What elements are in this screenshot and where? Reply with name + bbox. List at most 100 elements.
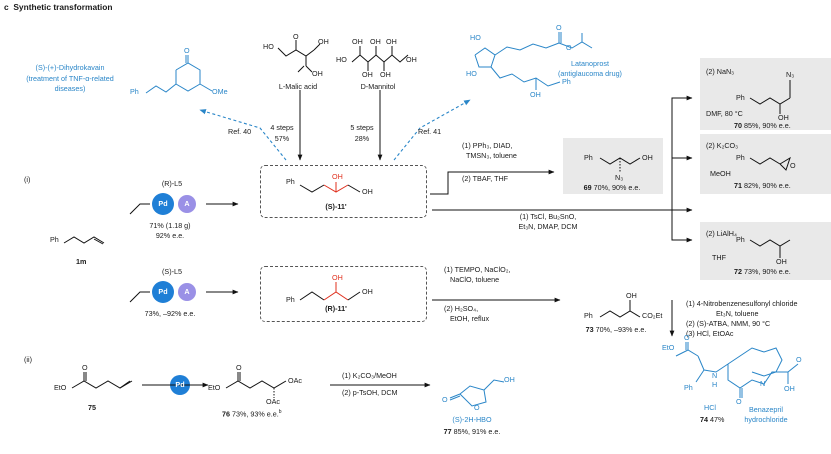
yield-malic: 57%	[274, 134, 290, 143]
c70-solvent: DMF, 80 °C	[706, 109, 743, 118]
route69-step1-1: (1) PPh₃, DIAD,	[462, 141, 513, 150]
atom-N3-70: N₃	[786, 70, 795, 79]
route73-step2-1: (2) H₂SO₄,	[444, 304, 479, 313]
atom-OMe-kavain: OMe	[212, 87, 228, 96]
product-71-skeleton	[749, 156, 791, 171]
box-69	[563, 138, 663, 194]
atom-EtO-76: EtO	[208, 383, 221, 392]
dihydrokavain-note-2: diseases)	[54, 84, 86, 93]
atom-Ph-R: Ph	[286, 295, 295, 304]
malic-acid-structure	[277, 40, 321, 73]
a-bottom: A	[184, 287, 190, 296]
catalyst-pd-A-top	[152, 193, 196, 215]
atom-O-kavain: O	[184, 46, 190, 55]
substrate-label: 1m	[76, 257, 87, 266]
benazepril-name-2: hydrochloride	[744, 415, 788, 424]
atom-Ph-S: Ph	[286, 177, 295, 186]
atom-OH-R-2: OH	[362, 287, 373, 296]
product-R-label: (R)-11'	[325, 304, 347, 313]
dihydrokavain-structure	[145, 55, 213, 94]
label-73: 73 70%, –93% e.e.	[585, 325, 647, 334]
atom-OH-70: OH	[778, 113, 789, 122]
catalyst-pd-A-bottom	[152, 281, 196, 303]
substrate-1m-structure	[63, 236, 105, 245]
route73-step1-2: NaClO, toluene	[450, 275, 500, 284]
atom-OH-73: OH	[626, 291, 637, 300]
atom-OH-mannitol-2: OH	[370, 37, 381, 46]
label-74: 74 47%	[700, 415, 725, 424]
catalyst-bottom-stick	[129, 291, 150, 303]
atom-O-latanoprost-2: O	[566, 43, 572, 52]
ligand-R: (R)-L5	[161, 179, 183, 188]
product-R-skeleton	[299, 282, 361, 301]
catalyst-top-stick	[129, 203, 150, 215]
product-box-S	[260, 165, 427, 218]
product-70-skeleton	[749, 80, 791, 114]
atom-OAc-76-2: OAc	[266, 397, 280, 406]
atom-OH-72: OH	[776, 257, 787, 266]
label-69: 69 70%, 90% e.e.	[583, 183, 641, 192]
dihydrokavain-note-1: (treatment of TNF-α-related	[26, 74, 114, 83]
c72-reagent: (2) LiAlH₄	[706, 229, 737, 238]
atom-N-benazepril-1: N	[712, 371, 718, 380]
yield-R-2: 92% e.e.	[155, 231, 185, 240]
atom-OH-mannitol-6: OH	[406, 55, 417, 64]
product-73-skeleton	[599, 300, 641, 318]
ref-40: Ref. 40	[228, 127, 252, 136]
atom-O-latanoprost-1: O	[556, 23, 562, 32]
latanoprost-note: (antiglaucoma drug)	[558, 69, 622, 78]
atom-O-benazepril-3: O	[796, 355, 802, 364]
arrow-ref41	[393, 99, 471, 161]
product-S-label: (S)-11'	[325, 202, 347, 211]
route69-step1-2: TMSN₃, toluene	[466, 151, 517, 160]
atom-Ph-71: Ph	[736, 153, 745, 162]
product-69-skeleton	[599, 157, 641, 172]
malic-acid-name: L-Malic acid	[278, 82, 318, 91]
route73-step1-1: (1) TEMPO, NaClO₂,	[444, 265, 511, 274]
atom-Ph-73: Ph	[584, 311, 593, 320]
label-70: 70 85%, 90% e.e.	[734, 121, 791, 130]
p77-name: (S)-2H-HBO	[452, 415, 492, 424]
atom-CO2Et-73: CO₂Et	[642, 311, 663, 320]
mannitol-name: D-Mannitol	[360, 82, 396, 91]
yield-S: 73%, –92% e.e.	[144, 309, 196, 318]
label-77: 77 85%, 91% e.e.	[443, 427, 501, 436]
atom-O-benazepril-2: O	[736, 397, 742, 406]
atom-O-75: O	[82, 363, 88, 372]
atom-OH-mannitol-1: OH	[352, 37, 363, 46]
latanoprost-structure	[474, 32, 593, 90]
tscl-line1: (1) TsCl, Bu₂SnO,	[519, 212, 577, 221]
box-71	[700, 134, 831, 194]
atom-Ph-69: Ph	[584, 153, 593, 162]
atom-OH-69: OH	[642, 153, 653, 162]
atom-EtO-75: EtO	[54, 383, 67, 392]
c72-solvent: THF	[712, 253, 726, 262]
atom-HO-latanoprost-2: HO	[466, 69, 477, 78]
benazepril-name-1: Benazepril	[749, 405, 783, 414]
route69-step2: (2) TBAF, THF	[462, 174, 509, 183]
atom-OH-S-1: OH	[332, 172, 343, 181]
product-box-R	[260, 266, 427, 322]
route-ii-step2: (2) p-TsOH, DCM	[342, 388, 398, 397]
c70-reagent: (2) NaN₃	[706, 67, 735, 76]
atom-N3-69: N₃	[615, 173, 624, 182]
pd-top: Pd	[158, 199, 168, 208]
product-72-skeleton	[749, 239, 791, 258]
atom-Ph-latanoprost: Ph	[562, 77, 571, 86]
c71-solvent: MeOH	[710, 169, 731, 178]
atom-OH-77: OH	[504, 375, 515, 384]
atom-HO-latanoprost-1: HO	[470, 33, 481, 42]
route-ii-step1: (1) K₂CO₃/MeOH	[342, 371, 397, 380]
arrow-ref40	[199, 109, 287, 161]
steps-malic: 4 steps	[270, 123, 294, 132]
pd-ii: Pd	[175, 380, 185, 389]
atom-Ph-70: Ph	[736, 93, 745, 102]
atom-Ph-benazepril: Ph	[684, 383, 693, 392]
atom-OH-malic-2: OH	[312, 69, 323, 78]
atom-OH-mannitol-3: OH	[386, 37, 397, 46]
benazepril-hcl: HCl	[704, 403, 716, 412]
yield-R-1: 71% (1.18 g)	[149, 221, 191, 230]
atom-HO-malic: HO	[263, 42, 274, 51]
product-S-skeleton	[299, 182, 361, 193]
